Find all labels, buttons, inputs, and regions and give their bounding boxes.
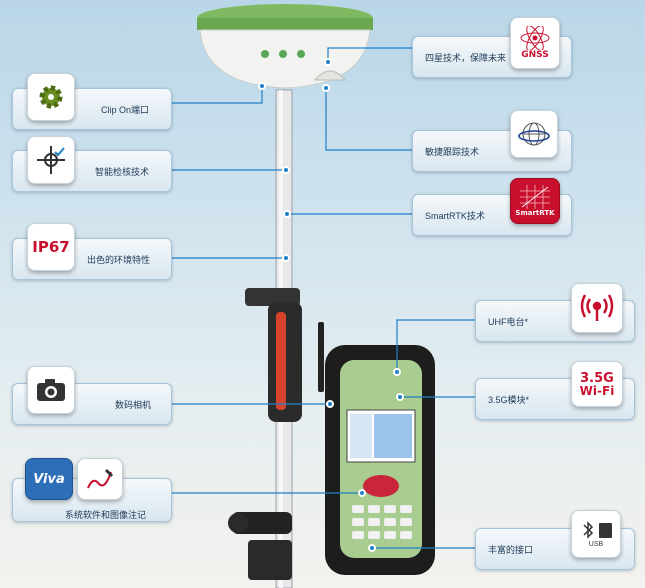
globe-orbit-icon xyxy=(510,110,558,158)
ip67-icon-text: IP67 xyxy=(32,238,70,256)
ip67-icon: IP67 xyxy=(27,223,75,271)
connector-dot xyxy=(324,58,332,66)
g35-icon-text-top: 3.5G xyxy=(580,370,614,386)
connector-dot xyxy=(368,544,376,552)
uhf-label: UHF电台* xyxy=(488,317,528,327)
gnss-atom-icon: GNSS xyxy=(510,17,560,69)
connector-dot xyxy=(283,210,291,218)
radio-wave-icon xyxy=(571,283,623,333)
g35-icon-text-bottom: Wi-Fi xyxy=(579,383,615,398)
camera-label: 数码相机 xyxy=(115,400,152,410)
connector-dot xyxy=(358,489,366,497)
gear-icon xyxy=(27,73,75,121)
ip67-label: 出色的环境特性 xyxy=(87,255,151,265)
connector-dot xyxy=(282,166,290,174)
connector-dot xyxy=(282,254,290,262)
check-label: 智能检核技术 xyxy=(95,167,150,177)
clipon-label: Clip On端口 xyxy=(101,105,150,115)
ports-label: 丰富的接口 xyxy=(488,545,534,555)
connector-dot xyxy=(322,84,330,92)
tracking-label: 敏捷跟踪技术 xyxy=(425,147,480,157)
smartrtk-grid-icon: SmartRTK xyxy=(510,178,560,224)
connector-dot xyxy=(393,368,401,376)
usb-text: USB xyxy=(588,540,604,548)
3.5g-wifi-icon: 3.5G Wi-Fi xyxy=(571,361,623,407)
gnss-icon-text: GNSS xyxy=(521,50,549,60)
connector-dot xyxy=(326,400,334,408)
sd-text: SD xyxy=(600,517,609,523)
bluetooth-sd-usb-icon: SD USB xyxy=(571,510,621,558)
g35-label: 3.5G模块* xyxy=(488,395,530,405)
viva-icon-text: Viva xyxy=(33,471,65,487)
smartrtk-icon-text: SmartRTK xyxy=(515,209,555,217)
gnss-label: 四星技术，保障未来 xyxy=(425,53,507,63)
camera-icon xyxy=(27,366,75,414)
crosshair-check-icon xyxy=(27,136,75,184)
viva-label: 系统软件和图像注记 xyxy=(65,510,147,520)
viva-icon: Viva xyxy=(25,458,73,500)
pen-icon xyxy=(77,458,123,500)
smartrtk-label: SmartRTK技术 xyxy=(425,211,485,221)
connector-dot xyxy=(396,393,404,401)
connector-dot xyxy=(258,82,266,90)
